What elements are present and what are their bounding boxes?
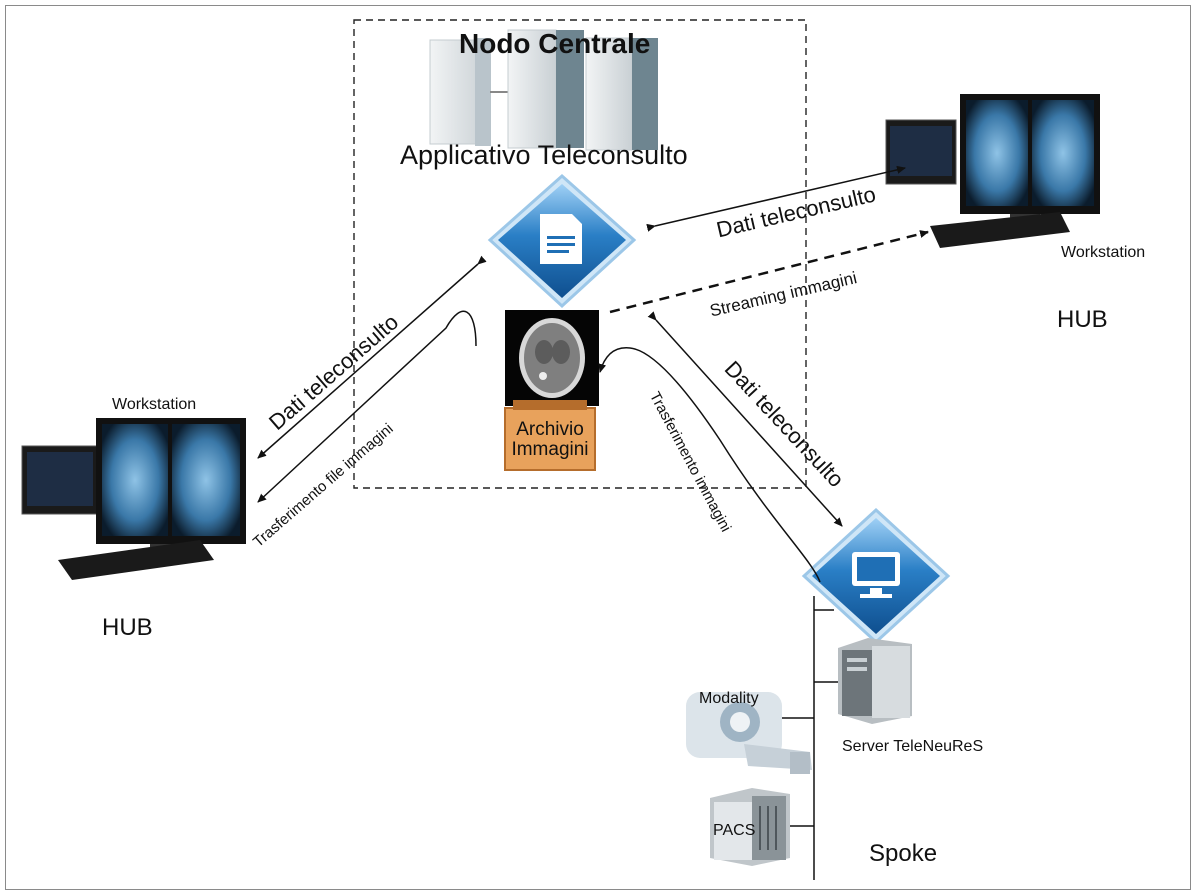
ct-scan-image [505, 310, 599, 406]
server-teleneures-label: Server TeleNeuReS [842, 738, 984, 755]
left-hub-label: HUB [102, 614, 153, 641]
spoke-diamond-icon [801, 507, 951, 645]
right-workstation-label: Workstation [1061, 244, 1146, 261]
archive-box-icon [504, 400, 596, 471]
spoke-data-arrow [647, 311, 843, 527]
pacs-label: PACS [713, 822, 756, 839]
spoke-label: Spoke [869, 840, 938, 867]
left-data-arrow [257, 255, 487, 459]
central-node-title: Nodo Centrale [459, 28, 651, 59]
archive-label: Archivio Immagini [511, 419, 589, 460]
right-streaming-arrow [609, 230, 929, 314]
spoke-transfer-arrow [598, 347, 821, 583]
left-transfer-arrow [257, 310, 477, 503]
modality-scanner-icon [686, 692, 812, 774]
central-servers-icon [429, 29, 658, 151]
right-data-arrow [646, 165, 906, 232]
application-label: Applicativo Teleconsulto [400, 140, 688, 170]
pacs-server-icon [710, 788, 790, 866]
central-node-box [353, 19, 807, 489]
diagram-frame [5, 5, 1191, 890]
right-workstation-icon [885, 94, 1100, 248]
left-workstation-icon [21, 418, 246, 580]
spoke-bus-line [780, 596, 840, 880]
right-hub-label: HUB [1057, 306, 1108, 333]
teleneures-server-icon [838, 638, 912, 724]
modality-label: Modality [699, 690, 759, 707]
left-workstation-label: Workstation [112, 396, 197, 413]
application-diamond-icon [487, 173, 637, 309]
